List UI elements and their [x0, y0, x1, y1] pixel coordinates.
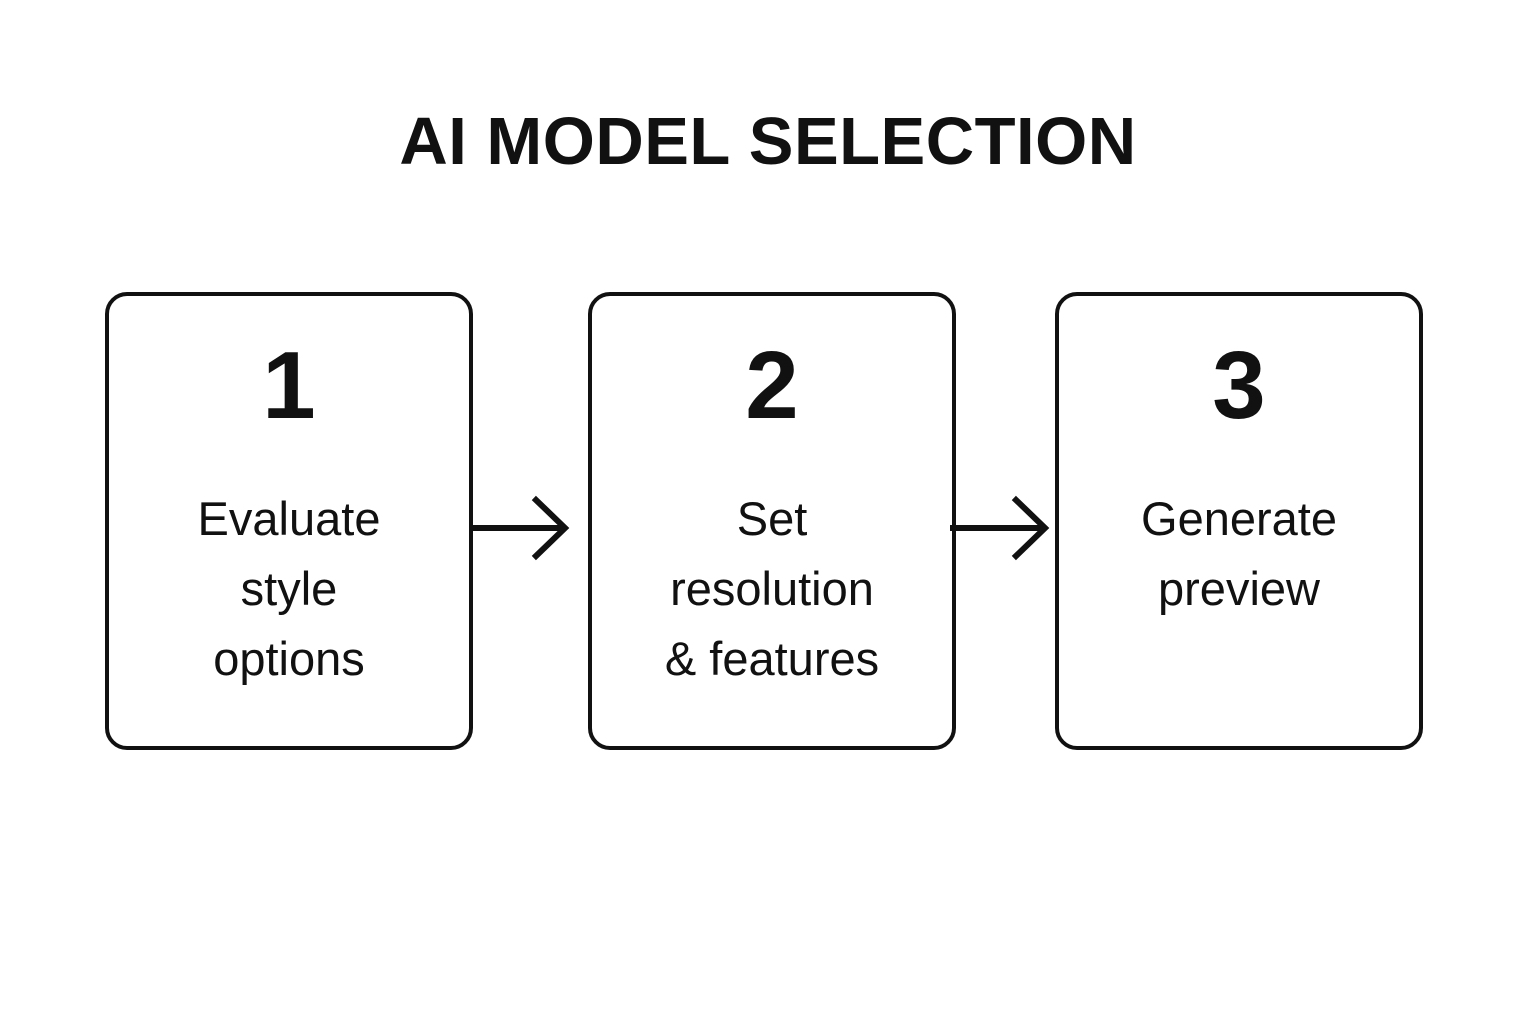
step-label-2: Set resolution & features: [664, 492, 880, 685]
process-step-3[interactable]: 3 Generate preview: [1055, 292, 1423, 750]
arrow-right-icon: [950, 495, 1050, 561]
process-flow: 1 Evaluate style options 2 Set resolutio…: [0, 292, 1536, 752]
flow-connector-2: [950, 492, 1062, 564]
page-title: AI MODEL SELECTION: [399, 104, 1137, 179]
step-number-3: 3: [1212, 332, 1266, 439]
process-step-1[interactable]: 1 Evaluate style options: [105, 292, 473, 750]
flow-connector-1: [470, 492, 582, 564]
step-label-1: Evaluate style options: [197, 492, 381, 685]
step-label-3: Generate preview: [1141, 492, 1337, 615]
process-step-2[interactable]: 2 Set resolution & features: [588, 292, 956, 750]
step-number-1: 1: [262, 332, 316, 439]
step-number-2: 2: [745, 332, 799, 439]
arrow-right-icon: [470, 495, 570, 561]
